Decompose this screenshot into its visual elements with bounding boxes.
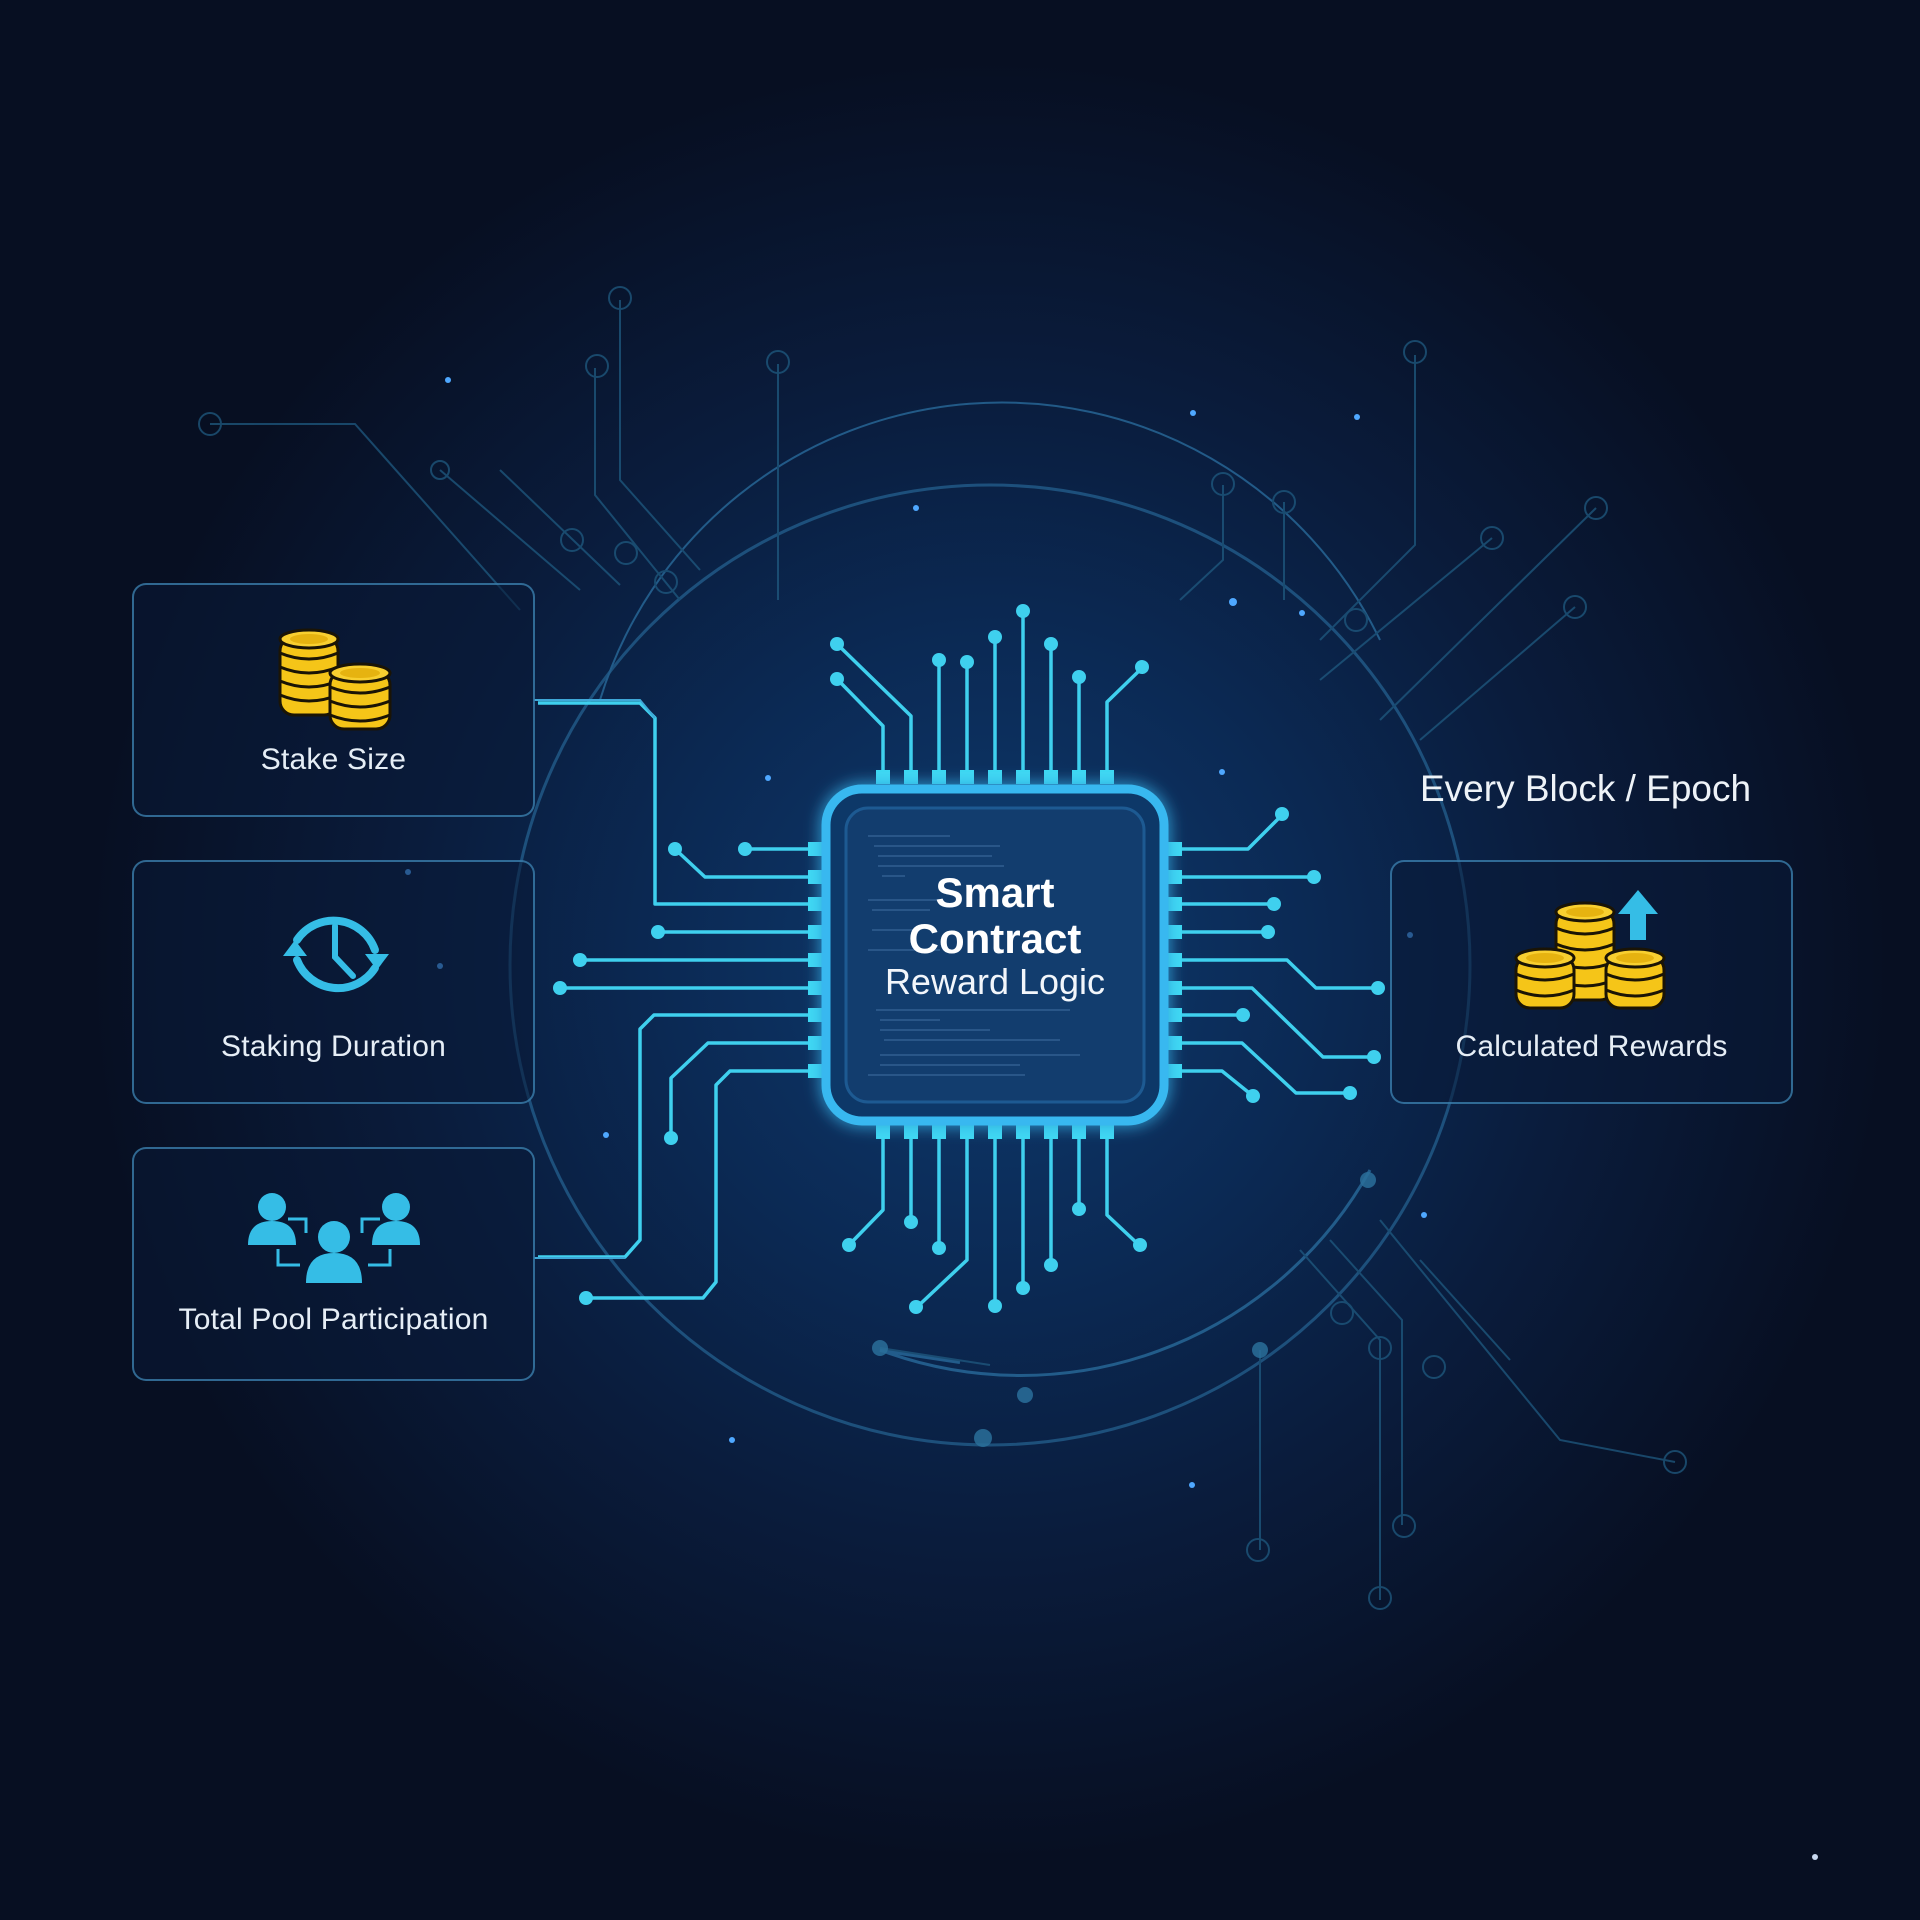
- output-card-calculated-rewards: Calculated Rewards: [1390, 860, 1793, 1104]
- chip-label: Smart Contract Reward Logic: [824, 870, 1166, 1002]
- output-label: Calculated Rewards: [1455, 1030, 1728, 1063]
- input-label-staking-duration: Staking Duration: [221, 1030, 446, 1063]
- coin-stack-icon: [278, 628, 392, 731]
- input-card-staking-duration: Staking Duration: [132, 860, 535, 1104]
- chip-title-line2: Contract: [908, 915, 1082, 962]
- input-label-pool-participation: Total Pool Participation: [178, 1303, 489, 1336]
- chip-subtitle: Reward Logic: [884, 961, 1106, 1002]
- users-network-icon: [248, 1193, 420, 1283]
- clock-cycle-icon: [283, 916, 389, 993]
- chip-title-line1: Smart: [935, 869, 1055, 916]
- input-card-pool-participation: Total Pool Participation: [132, 1147, 535, 1381]
- input-label-stake-size: Stake Size: [260, 743, 407, 776]
- input-card-stake-size: Stake Size: [132, 583, 535, 817]
- output-heading: Every Block / Epoch: [1420, 768, 1752, 809]
- coins-arrow-up-icon: [1514, 890, 1666, 1010]
